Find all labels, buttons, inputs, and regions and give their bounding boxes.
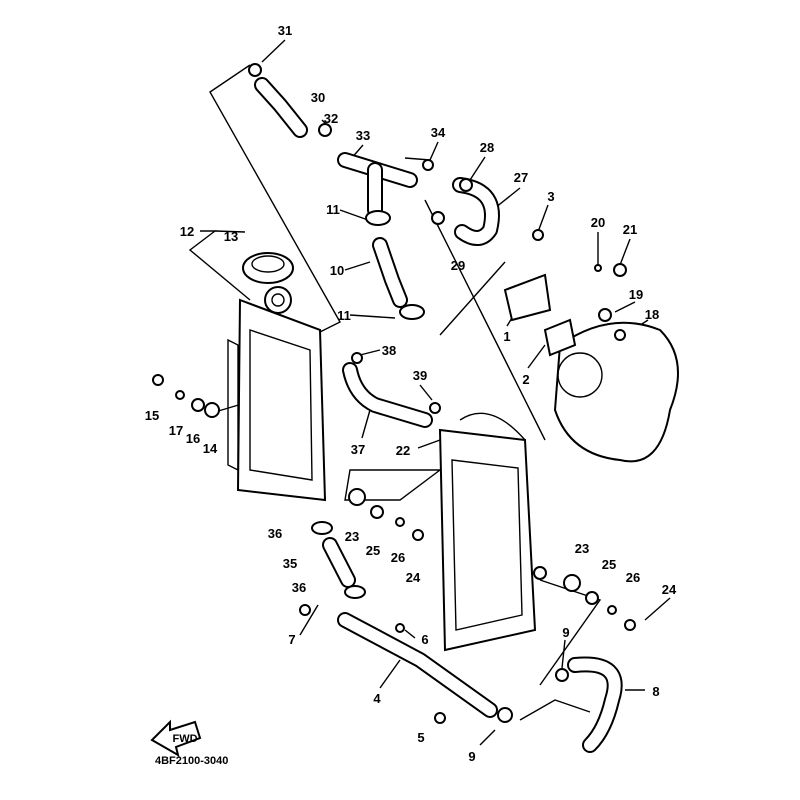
callout: 32 — [324, 111, 338, 126]
callout: 1 — [503, 329, 510, 344]
callout: 21 — [623, 222, 637, 237]
callout: 38 — [382, 343, 396, 358]
callout: 23 — [345, 529, 359, 544]
callout: 31 — [278, 23, 292, 38]
callout: 33 — [356, 128, 370, 143]
small-parts — [152, 63, 636, 724]
callout: 25 — [602, 557, 616, 572]
callouts: 31 30 32 33 34 28 27 3 20 21 11 12 13 10… — [145, 23, 677, 764]
callout: 37 — [351, 442, 365, 457]
diagram-code: 4BF2100-3040 — [155, 755, 228, 767]
fwd-label: FWD — [172, 733, 197, 745]
callout: 19 — [629, 287, 643, 302]
callout: 12 — [180, 224, 194, 239]
hoses — [254, 77, 623, 753]
callout: 17 — [169, 423, 183, 438]
radiator-cap — [242, 252, 294, 284]
callout: 7 — [288, 632, 295, 647]
callout: 27 — [514, 170, 528, 185]
callout: 14 — [203, 441, 218, 456]
callout: 26 — [391, 550, 405, 565]
callout: 4 — [373, 691, 381, 706]
callout: 6 — [421, 632, 428, 647]
callout: 34 — [431, 125, 446, 140]
radiator-right — [438, 412, 537, 652]
callout: 9 — [468, 749, 475, 764]
callout: 5 — [417, 730, 424, 745]
callout: 11 — [326, 202, 340, 217]
leader-lines — [188, 39, 671, 746]
callout: 13 — [224, 229, 238, 244]
callout: 10 — [330, 263, 344, 278]
callout: 36 — [292, 580, 306, 595]
callout: 25 — [366, 543, 380, 558]
callout: 35 — [283, 556, 297, 571]
callout: 36 — [268, 526, 282, 541]
callout: 9 — [562, 625, 569, 640]
callout: 22 — [396, 443, 410, 458]
callout: 15 — [145, 408, 159, 423]
callout: 20 — [591, 215, 605, 230]
callout: 2 — [522, 372, 529, 387]
callout: 29 — [451, 258, 465, 273]
callout: 18 — [645, 307, 659, 322]
callout: 30 — [311, 90, 325, 105]
callout: 16 — [186, 431, 200, 446]
callout: 8 — [652, 684, 659, 699]
callout: 26 — [626, 570, 640, 585]
callout: 11 — [337, 308, 351, 323]
callout: 23 — [575, 541, 589, 556]
water-pump-housing — [503, 273, 679, 463]
fwd-arrow-icon: FWD — [150, 719, 202, 758]
callout: 39 — [413, 368, 427, 383]
radiator-left — [227, 286, 327, 502]
callout: 24 — [662, 582, 677, 597]
callout: 3 — [547, 189, 554, 204]
callout: 24 — [406, 570, 421, 585]
callout: 28 — [480, 140, 494, 155]
